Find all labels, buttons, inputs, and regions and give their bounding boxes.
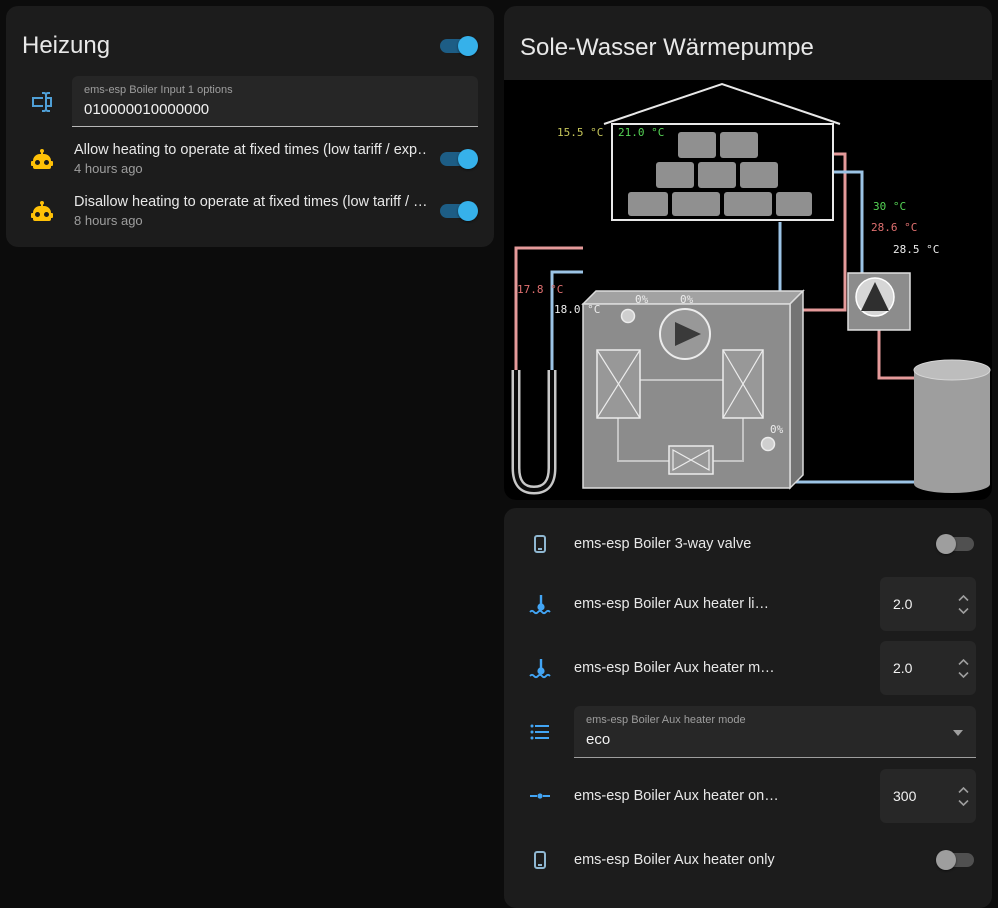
pipe-to-pump bbox=[833, 170, 864, 274]
heatpump-unit bbox=[581, 289, 805, 490]
outdoor-temp-label: 15.5 °C bbox=[557, 126, 603, 139]
pipe-heating-supply bbox=[790, 152, 847, 312]
stepper-down-icon bbox=[958, 607, 969, 614]
3way-valve-toggle[interactable] bbox=[936, 534, 976, 554]
tank-temp-label: 28.5 °C bbox=[893, 243, 939, 256]
entity-row-aux-heater-on: ems-esp Boiler Aux heater on… 300 bbox=[520, 764, 976, 828]
card-title-heatpump: Sole-Wasser Wärmepumpe bbox=[520, 34, 814, 61]
entity-row-3way-valve: ems-esp Boiler 3-way valve bbox=[520, 516, 976, 572]
boiler-input1-field-label: ems-esp Boiler Input 1 options bbox=[84, 84, 233, 96]
automation-name: Disallow heating to operate at fixed tim… bbox=[74, 194, 426, 210]
thermometer-water-icon bbox=[520, 592, 560, 616]
automation-last-triggered: 4 hours ago bbox=[74, 161, 143, 176]
stepper-up-icon bbox=[958, 786, 969, 793]
form-textbox-icon bbox=[22, 90, 62, 114]
heating-return-temp-label: 28.6 °C bbox=[871, 221, 917, 234]
valve-device-icon bbox=[520, 532, 560, 556]
entity-label: ems-esp Boiler Aux heater li… bbox=[574, 596, 770, 612]
stepper-down-icon bbox=[958, 799, 969, 806]
heizung-card-header: Heizung bbox=[6, 6, 494, 70]
number-steppers[interactable] bbox=[958, 786, 969, 806]
thermometer-water-icon bbox=[520, 656, 560, 680]
list-icon bbox=[520, 720, 560, 744]
automation-name: Allow heating to operate at fixed times … bbox=[74, 142, 426, 158]
circulation-pump bbox=[847, 272, 911, 331]
aux-heater-on-number-input[interactable]: 300 bbox=[880, 769, 976, 823]
heizung-header-toggle[interactable] bbox=[438, 36, 478, 56]
house-bricks bbox=[628, 132, 812, 216]
boiler-input1-field-value: 010000010000000 bbox=[84, 101, 210, 118]
entity-row-aux-heater-only: ems-esp Boiler Aux heater only bbox=[520, 828, 976, 892]
heatpump-card: Sole-Wasser Wärmepumpe bbox=[504, 6, 992, 500]
pump-bottom-pct-label: 0% bbox=[770, 423, 784, 436]
house bbox=[603, 82, 841, 221]
stepper-up-icon bbox=[958, 594, 969, 601]
entity-row-aux-heater-li: ems-esp Boiler Aux heater li… 2.0 bbox=[520, 572, 976, 636]
number-value: 300 bbox=[893, 788, 917, 804]
device-icon bbox=[520, 848, 560, 872]
brine-return-temp-label: 18.0 °C bbox=[554, 303, 600, 316]
toggle-knob bbox=[936, 850, 956, 870]
aux-heater-li-number-input[interactable]: 2.0 bbox=[880, 577, 976, 631]
entity-label: ems-esp Boiler Aux heater on… bbox=[574, 788, 779, 804]
aux-heater-only-toggle[interactable] bbox=[936, 850, 976, 870]
dropdown-caret-icon bbox=[953, 729, 963, 736]
boiler-input1-field[interactable]: ems-esp Boiler Input 1 options 010000010… bbox=[72, 76, 478, 127]
automation-last-triggered: 8 hours ago bbox=[74, 213, 143, 228]
entity-row-aux-heater-mode: ems-esp Boiler Aux heater mode eco bbox=[520, 700, 976, 764]
entity-label: ems-esp Boiler 3-way valve bbox=[574, 536, 752, 552]
automation-toggle-disallow[interactable] bbox=[438, 201, 478, 221]
boiler-input1-row: ems-esp Boiler Input 1 options 010000010… bbox=[6, 70, 494, 133]
heizung-card: Heizung ems-esp Boiler Input 1 options 0… bbox=[6, 6, 494, 247]
toggle-knob bbox=[936, 534, 956, 554]
heatpump-card-header: Sole-Wasser Wärmepumpe bbox=[504, 6, 992, 80]
number-value: 2.0 bbox=[893, 660, 913, 676]
card-title-heizung: Heizung bbox=[22, 32, 111, 59]
number-steppers[interactable] bbox=[958, 594, 969, 614]
automation-texts: Allow heating to operate at fixed times … bbox=[74, 142, 426, 176]
automation-toggle-allow[interactable] bbox=[438, 149, 478, 169]
heating-supply-temp-label: 30 °C bbox=[873, 200, 906, 213]
aux-heater-m-number-input[interactable]: 2.0 bbox=[880, 641, 976, 695]
brine-supply-temp-label: 17.8 °C bbox=[517, 283, 563, 296]
entity-label: ems-esp Boiler Aux heater m… bbox=[574, 660, 775, 676]
stepper-down-icon bbox=[958, 671, 969, 678]
toggle-knob bbox=[458, 36, 478, 56]
toggle-knob bbox=[458, 149, 478, 169]
entity-row-aux-heater-m: ems-esp Boiler Aux heater m… 2.0 bbox=[520, 636, 976, 700]
pipe-brine-cold bbox=[550, 270, 583, 372]
brine-pump bbox=[620, 308, 636, 324]
diagram-labels: 15.5 °C 21.0 °C 30 °C 28.6 °C 28.5 °C 17… bbox=[517, 126, 939, 436]
pipes bbox=[514, 152, 949, 484]
internal-lines bbox=[617, 379, 744, 462]
automation-row-disallow-heating: Disallow heating to operate at fixed tim… bbox=[6, 185, 494, 237]
aux-heater-mode-select[interactable]: ems-esp Boiler Aux heater mode eco bbox=[574, 706, 976, 758]
automation-row-allow-heating: Allow heating to operate at fixed times … bbox=[6, 133, 494, 185]
pipe-brine-warm bbox=[514, 246, 583, 372]
compressor-pct-label: 0% bbox=[680, 293, 694, 306]
boiler-entities-card: ems-esp Boiler 3-way valve ems-esp Boile… bbox=[504, 508, 992, 908]
storage-tank bbox=[913, 359, 991, 493]
robot-icon bbox=[22, 199, 62, 223]
heating-pump bbox=[760, 436, 776, 452]
indoor-temp-label: 21.0 °C bbox=[618, 126, 664, 139]
robot-icon bbox=[22, 147, 62, 171]
ground-loop-utube bbox=[511, 370, 557, 495]
number-steppers[interactable] bbox=[958, 658, 969, 678]
ray-vertex-icon bbox=[520, 784, 560, 808]
select-value: eco bbox=[586, 731, 611, 748]
toggle-knob bbox=[458, 201, 478, 221]
number-value: 2.0 bbox=[893, 596, 913, 612]
heatpump-diagram[interactable]: 15.5 °C 21.0 °C 30 °C 28.6 °C 28.5 °C 17… bbox=[504, 80, 992, 500]
select-label: ems-esp Boiler Aux heater mode bbox=[586, 714, 746, 726]
automation-texts: Disallow heating to operate at fixed tim… bbox=[74, 194, 426, 228]
stepper-up-icon bbox=[958, 658, 969, 665]
entity-label: ems-esp Boiler Aux heater only bbox=[574, 852, 775, 868]
pump-left-pct-label: 0% bbox=[635, 293, 649, 306]
